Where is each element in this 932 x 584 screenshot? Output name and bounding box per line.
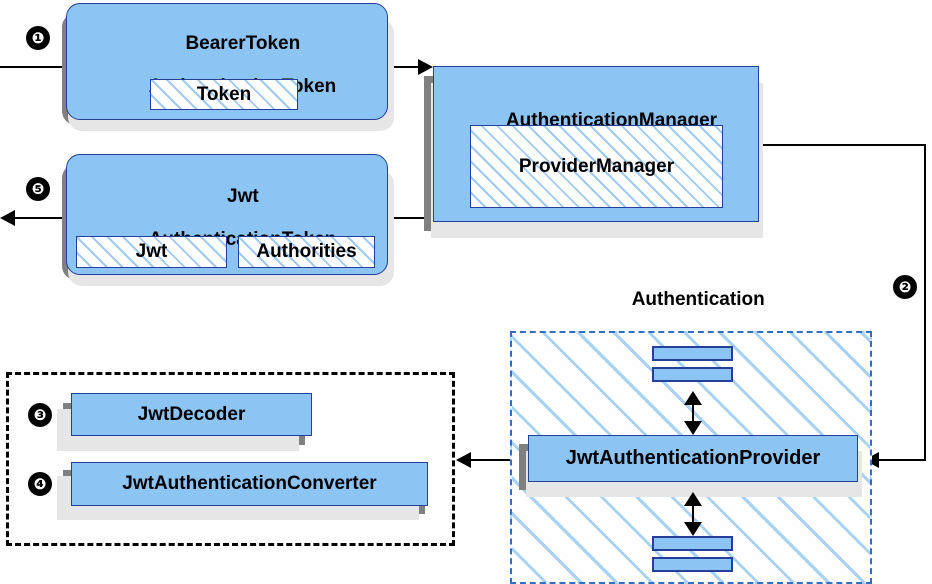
arrow-result-out — [0, 210, 15, 226]
marker-2: ❷ — [893, 275, 917, 299]
provider-manager-label: ProviderManager — [518, 155, 675, 177]
jwt-authentication-converter-box[interactable]: JwtAuthenticationConverter — [71, 462, 428, 506]
arrow-into-authentication-manager — [418, 59, 433, 75]
marker-5-label: ❺ — [31, 180, 45, 198]
jwt-authentication-provider-box[interactable]: JwtAuthenticationProvider — [528, 435, 858, 482]
provider-slot-bottom-bar-1 — [652, 536, 733, 551]
connector-manager-to-provider-top — [758, 144, 926, 146]
provider-manager-box[interactable]: ProviderManager — [470, 125, 723, 208]
bearer-token-inner-label: Token — [196, 83, 252, 105]
connector-manager-to-provider-bottom — [878, 459, 926, 461]
connector-provider-bottom — [692, 500, 694, 525]
jwt-decoder-label: JwtDecoder — [137, 403, 246, 425]
marker-4: ❹ — [28, 472, 52, 496]
marker-1-label: ❶ — [31, 29, 45, 47]
jwt-token-inner-jwt-label: Jwt — [135, 241, 168, 262]
arrow-provider-top-up — [684, 391, 702, 405]
arrow-into-support-region — [456, 452, 471, 468]
jwt-token-inner-authorities-label: Authorities — [256, 241, 357, 262]
marker-4-label: ❹ — [33, 475, 47, 493]
jwt-authentication-provider-label: JwtAuthenticationProvider — [565, 447, 821, 469]
jwt-token-inner-authorities-box[interactable]: Authorities — [238, 236, 375, 268]
arrow-provider-top-down — [684, 421, 702, 435]
bearer-token-title-line1: BearerToken — [185, 33, 301, 55]
arrow-provider-bottom-up — [684, 492, 702, 506]
marker-3: ❸ — [28, 403, 52, 427]
jwt-token-title-line1: Jwt — [227, 186, 259, 208]
provider-slot-top-bar-1 — [652, 346, 733, 361]
marker-1: ❶ — [26, 26, 50, 50]
jwt-authentication-converter-label: JwtAuthenticationConverter — [122, 473, 377, 494]
marker-3-label: ❸ — [33, 406, 47, 424]
connector-provider-top — [692, 399, 694, 424]
marker-2-label: ❷ — [898, 278, 912, 296]
connector-manager-to-provider-vertical — [924, 144, 926, 461]
jwt-support-region — [6, 372, 455, 546]
provider-slot-bottom-bar-2 — [652, 557, 733, 572]
bearer-token-authentication-token-box[interactable]: BearerToken AuthenticationToken — [66, 3, 388, 120]
authentication-providers-title-line1: Authentication — [631, 289, 765, 311]
marker-5: ❺ — [26, 177, 50, 201]
connector-provider-to-support — [471, 459, 531, 461]
arrow-provider-bottom-down — [684, 522, 702, 536]
jwt-token-inner-jwt-box[interactable]: Jwt — [76, 236, 227, 268]
provider-slot-top-bar-2 — [652, 367, 733, 382]
jwt-decoder-box[interactable]: JwtDecoder — [71, 393, 312, 436]
bearer-token-inner-token-box[interactable]: Token — [150, 79, 298, 110]
